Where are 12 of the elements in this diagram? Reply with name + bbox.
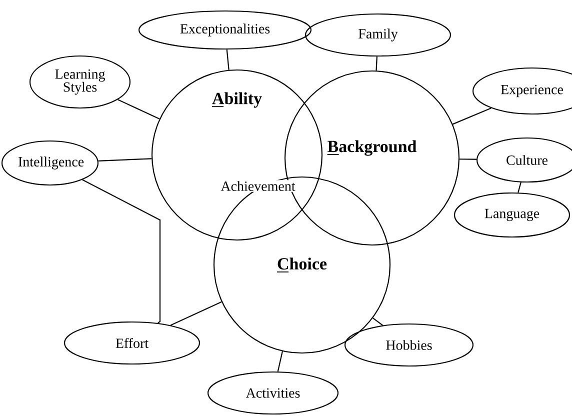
connector-line [170, 301, 222, 326]
overlap-label: Achievement [220, 180, 296, 192]
connector-line [452, 108, 492, 125]
connector-line [118, 99, 160, 120]
connector-line [82, 179, 161, 324]
connector-line [226, 50, 230, 70]
connector-line [460, 158, 476, 160]
connector-line [277, 351, 283, 372]
connector-line [376, 56, 378, 71]
connector-line [98, 158, 152, 162]
connector-line [372, 318, 384, 326]
connector-line [518, 182, 522, 193]
